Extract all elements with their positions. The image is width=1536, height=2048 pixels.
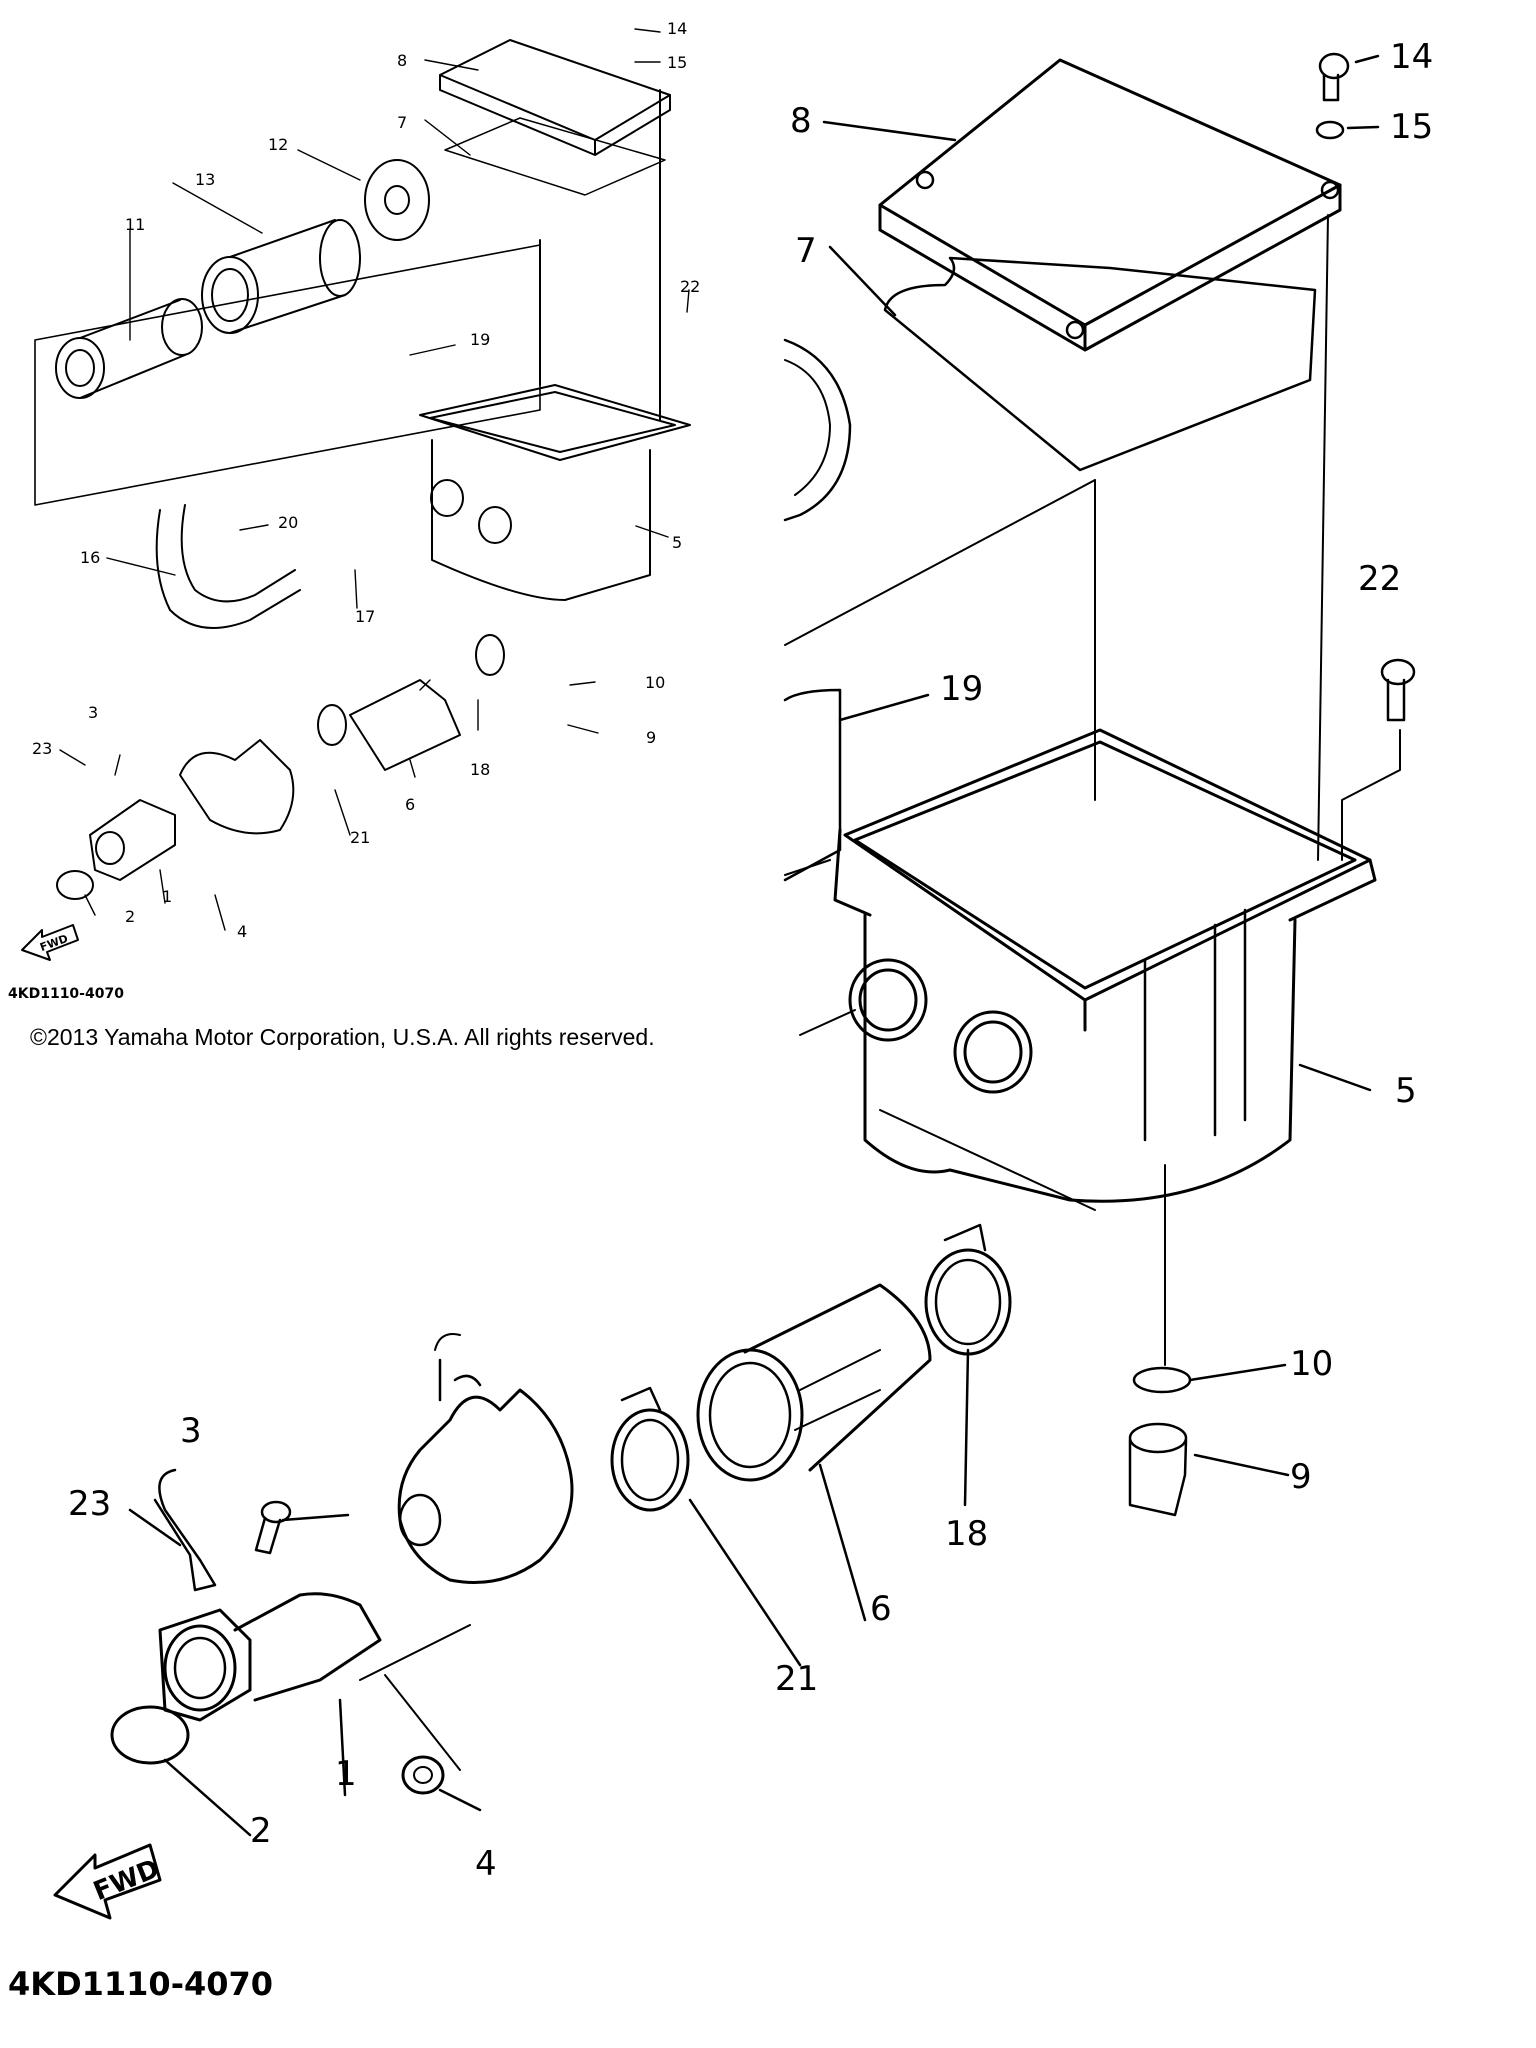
air-box-small (419, 89, 691, 601)
nut-4-large (401, 1755, 445, 1795)
callout-large-3: 3 (180, 1411, 202, 1451)
callout-large-18: 18 (945, 1514, 988, 1554)
copyright-notice: ©2013 Yamaha Motor Corporation, U.S.A. A… (30, 1024, 655, 1050)
callout-small-18: 18 (470, 760, 490, 779)
callout-small-13: 13 (195, 170, 215, 189)
callout-large-15: 15 (1390, 107, 1433, 147)
callout-small-14: 14 (667, 19, 687, 38)
screw-3-large (254, 1500, 292, 1555)
callout-large-19: 19 (940, 669, 983, 709)
air-box-lid-small (439, 39, 671, 196)
small-view: FWD 14 15 8 7 12 13 11 22 19 20 16 17 5 … (8, 19, 700, 1002)
large-view: FWD 14 15 8 7 22 19 5 10 9 18 6 21 3 23 … (8, 37, 1433, 2003)
clamp-21-large (610, 1386, 690, 1512)
callout-large-23: 23 (68, 1484, 111, 1524)
callout-large-5: 5 (1395, 1071, 1417, 1111)
callout-large-2: 2 (250, 1811, 272, 1851)
callout-small-15: 15 (667, 53, 687, 72)
callout-large-7: 7 (795, 231, 817, 271)
clip-10-large (1132, 1366, 1192, 1394)
callout-small-7: 7 (397, 113, 407, 132)
callout-small-6: 6 (405, 795, 415, 814)
callout-small-11: 11 (125, 215, 145, 234)
screw-14-large (1318, 52, 1350, 102)
callout-large-4: 4 (475, 1844, 497, 1884)
callout-large-1: 1 (335, 1754, 357, 1794)
diagram-code-small: 4KD1110-4070 (8, 986, 124, 1002)
callout-small-4: 4 (237, 922, 247, 941)
callout-small-21: 21 (350, 828, 370, 847)
intake-duct-small (155, 504, 301, 629)
bolt-22-large (1341, 658, 1416, 861)
air-box-lid-large (878, 58, 1342, 352)
carburetor-large (397, 1333, 574, 1584)
clip-23-large (153, 1468, 217, 1592)
air-filter-small (55, 159, 430, 399)
callout-small-22: 22 (680, 277, 700, 296)
air-box-large (799, 728, 1377, 1211)
fwd-label-large: FWD (89, 1854, 163, 1907)
callout-large-9: 9 (1290, 1457, 1312, 1497)
part-9-large (1128, 1422, 1188, 1517)
callout-large-8: 8 (790, 101, 812, 141)
manifold-1-large (110, 1592, 382, 1765)
fwd-arrow-large: FWD (53, 1843, 164, 1920)
joint-6-large (696, 1283, 932, 1482)
callout-large-21: 21 (775, 1659, 818, 1699)
callout-large-10: 10 (1290, 1344, 1333, 1384)
carburetor-small (179, 739, 295, 835)
callout-large-14: 14 (1390, 37, 1433, 77)
callout-small-19: 19 (470, 330, 490, 349)
callout-small-23: 23 (32, 739, 52, 758)
callout-large-6: 6 (870, 1589, 892, 1629)
clamp-18-large (924, 1223, 1012, 1356)
callout-small-1: 1 (162, 887, 172, 906)
callout-small-17: 17 (355, 607, 375, 626)
callout-small-12: 12 (268, 135, 288, 154)
callout-small-3: 3 (88, 703, 98, 722)
callout-small-5: 5 (672, 533, 682, 552)
callout-small-2: 2 (125, 907, 135, 926)
callout-small-20: 20 (278, 513, 298, 532)
callout-small-10: 10 (645, 673, 665, 692)
washer-15-large (1315, 120, 1345, 140)
fwd-arrow-small: FWD (21, 924, 79, 961)
callout-large-22: 22 (1358, 559, 1401, 599)
callout-small-9: 9 (646, 728, 656, 747)
lid-gasket-large (883, 256, 1317, 472)
callout-small-16: 16 (80, 548, 100, 567)
callout-small-8: 8 (397, 51, 407, 70)
diagram-code-large: 4KD1110-4070 (8, 1965, 273, 2003)
part-19-large (783, 688, 842, 882)
